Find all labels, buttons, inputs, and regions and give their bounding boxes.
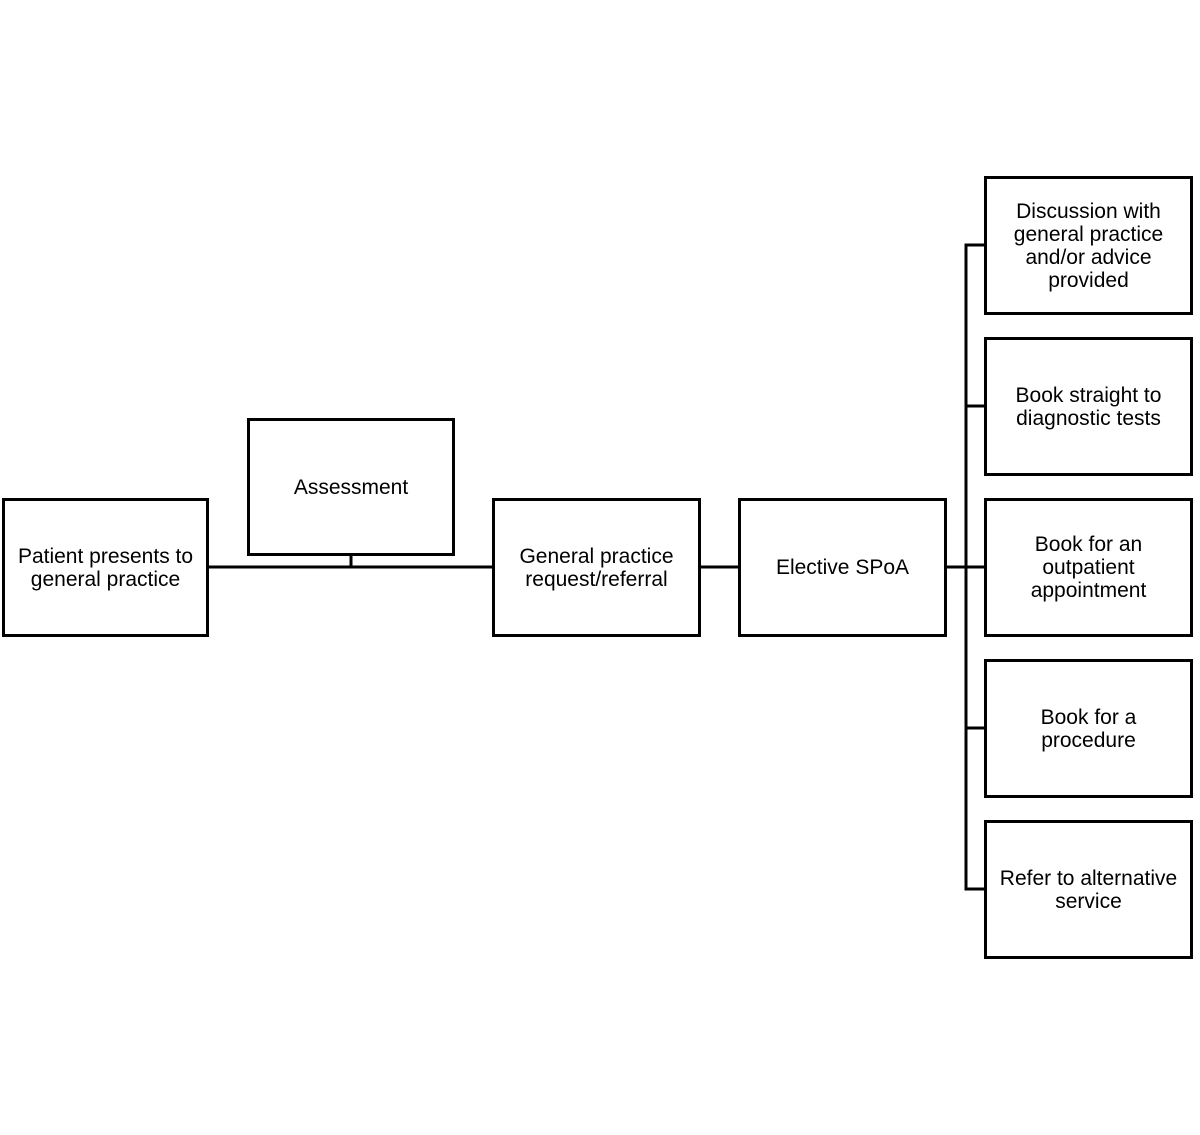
node-procedure: Book for a procedure xyxy=(984,659,1193,798)
node-discussion-advice: Discussion with general practice and/or … xyxy=(984,176,1193,315)
node-outpatient-appointment-label: Book for an outpatient appointment xyxy=(1030,533,1147,602)
node-assessment: Assessment xyxy=(247,418,455,556)
node-general-practice-referral: General practice request/referral xyxy=(492,498,701,637)
node-alternative-service: Refer to alternative service xyxy=(984,820,1193,959)
node-procedure-label: Book for a procedure xyxy=(1040,705,1137,752)
node-patient-presents: Patient presents to general practice xyxy=(2,498,209,637)
node-discussion-advice-label: Discussion with general practice and/or … xyxy=(1013,199,1164,292)
node-outpatient-appointment: Book for an outpatient appointment xyxy=(984,498,1193,637)
node-diagnostic-tests-label: Book straight to diagnostic tests xyxy=(1015,383,1162,430)
node-alternative-service-label: Refer to alternative service xyxy=(999,866,1178,913)
node-diagnostic-tests: Book straight to diagnostic tests xyxy=(984,337,1193,476)
node-general-practice-referral-label: General practice request/referral xyxy=(519,544,674,591)
node-elective-spoa-label: Elective SPoA xyxy=(775,556,910,579)
node-elective-spoa: Elective SPoA xyxy=(738,498,947,637)
node-assessment-label: Assessment xyxy=(293,475,409,499)
node-patient-presents-label: Patient presents to general practice xyxy=(17,544,194,591)
